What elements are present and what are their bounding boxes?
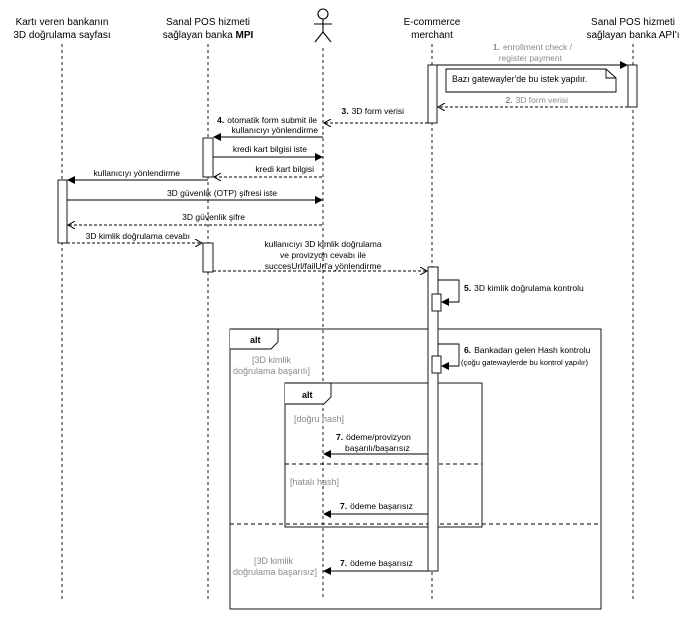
activations bbox=[57, 64, 638, 572]
activation-self-check-2 bbox=[431, 355, 442, 374]
participant-label-line1: Kartı veren bankanın bbox=[16, 17, 109, 28]
participant-label-text: sağlayan banka bbox=[163, 30, 236, 41]
arrow-self-5 bbox=[438, 279, 460, 306]
participant-label-line1: Sanal POS hizmeti bbox=[166, 17, 250, 28]
participant-label-line2: sağlayan banka API'ı bbox=[586, 30, 679, 41]
message-label: kullanıcıyı yönlendirme bbox=[94, 168, 181, 178]
message-label: kredi kart bilgisi iste bbox=[233, 144, 307, 154]
message-label: 3.3D form verisi bbox=[341, 106, 404, 116]
guard-text: doğrulama başarılı] bbox=[233, 366, 310, 376]
activation-bank-api bbox=[627, 64, 638, 108]
participant-bank-3d-page: Kartı veren bankanın 3D doğrulama sayfas… bbox=[13, 17, 110, 41]
participant-mpi: Sanal POS hizmeti sağlayan banka MPI bbox=[163, 17, 254, 41]
message-label: kullanıcıyı 3D kimlik doğrulama bbox=[264, 239, 381, 249]
message-label: 7.ödeme başarısız bbox=[340, 558, 413, 568]
participant-label-line1: E-commerce bbox=[404, 17, 461, 28]
guard-text: [3D kimlik bbox=[254, 556, 294, 566]
message-label: register payment bbox=[499, 53, 563, 63]
message-label: 6.Bankadan gelen Hash kontrolu bbox=[464, 345, 591, 355]
message-label: 3D güvenlik (OTP) şifresi iste bbox=[167, 188, 277, 198]
participant-label-line2: merchant bbox=[411, 30, 453, 41]
message-label: 4.otomatik form submit ile bbox=[217, 115, 317, 125]
participant-label-line2: 3D doğrulama sayfası bbox=[13, 30, 110, 41]
message-label: succesUrl/failUrl'a yönlendirme bbox=[265, 261, 382, 271]
alt-fragment-inner: alt [doğru hash] [hatalı hash] bbox=[284, 382, 483, 528]
message-label: kredi kart bilgisi bbox=[255, 164, 314, 174]
note-text: Bazı gatewayler'de bu istek yapılır. bbox=[452, 74, 587, 84]
message-label: 3D güvenlik şifre bbox=[182, 212, 245, 222]
activation-bank-3d bbox=[57, 179, 68, 244]
participant-bank-api: Sanal POS hizmeti sağlayan banka API'ı bbox=[586, 17, 679, 41]
arrow-self-6 bbox=[438, 343, 460, 370]
message-label: 7.ödeme başarısız bbox=[340, 501, 413, 511]
activation-mpi-1 bbox=[202, 137, 214, 178]
message-label: ve provizyon cevabı ile bbox=[280, 250, 366, 260]
guard-text: [doğru hash] bbox=[294, 414, 344, 424]
participant-label-line1: Sanal POS hizmeti bbox=[591, 17, 675, 28]
lifelines bbox=[61, 44, 634, 600]
guard-text: [3D kimlik bbox=[252, 355, 292, 365]
fragment-label: alt bbox=[250, 335, 261, 345]
participant-label-line2: sağlayan banka MPI bbox=[163, 30, 254, 41]
message-label: başarılı/başarısız bbox=[345, 443, 410, 453]
activation-mpi-2 bbox=[202, 242, 214, 273]
activation-self-check-1 bbox=[431, 293, 442, 312]
note: Bazı gatewayler'de bu istek yapılır. bbox=[445, 68, 617, 93]
message-label: 5.3D kimlik doğrulama kontrolu bbox=[464, 283, 584, 293]
guard-text: [hatalı hash] bbox=[290, 477, 339, 487]
message-arrows bbox=[67, 61, 628, 575]
message-label: 1.enrollment check / bbox=[493, 42, 573, 52]
message-labels: 1.enrollment check / register payment 2.… bbox=[86, 42, 591, 568]
activation-merchant-1 bbox=[427, 64, 438, 124]
participant-merchant: E-commerce merchant bbox=[404, 17, 461, 41]
message-label: 3D kimlik doğrulama cevabı bbox=[86, 231, 190, 241]
participant-label-bold: MPI bbox=[236, 30, 254, 41]
message-label: (çoğu gatewaylerde bu kontrol yapılır) bbox=[461, 358, 589, 367]
message-label: 2.3D form verisi bbox=[505, 95, 568, 105]
activation-merchant-2 bbox=[427, 266, 439, 572]
guard-text: doğrulama başarısız] bbox=[233, 567, 317, 577]
message-label: kullanıcıyı yönlendirme bbox=[232, 125, 319, 135]
fragment-label: alt bbox=[302, 390, 313, 400]
alt-fragment-outer: alt [3D kimlik doğrulama başarılı] [3D k… bbox=[229, 328, 602, 610]
message-label: 7.ödeme/provizyon bbox=[336, 432, 411, 442]
actor-icon bbox=[314, 8, 332, 43]
